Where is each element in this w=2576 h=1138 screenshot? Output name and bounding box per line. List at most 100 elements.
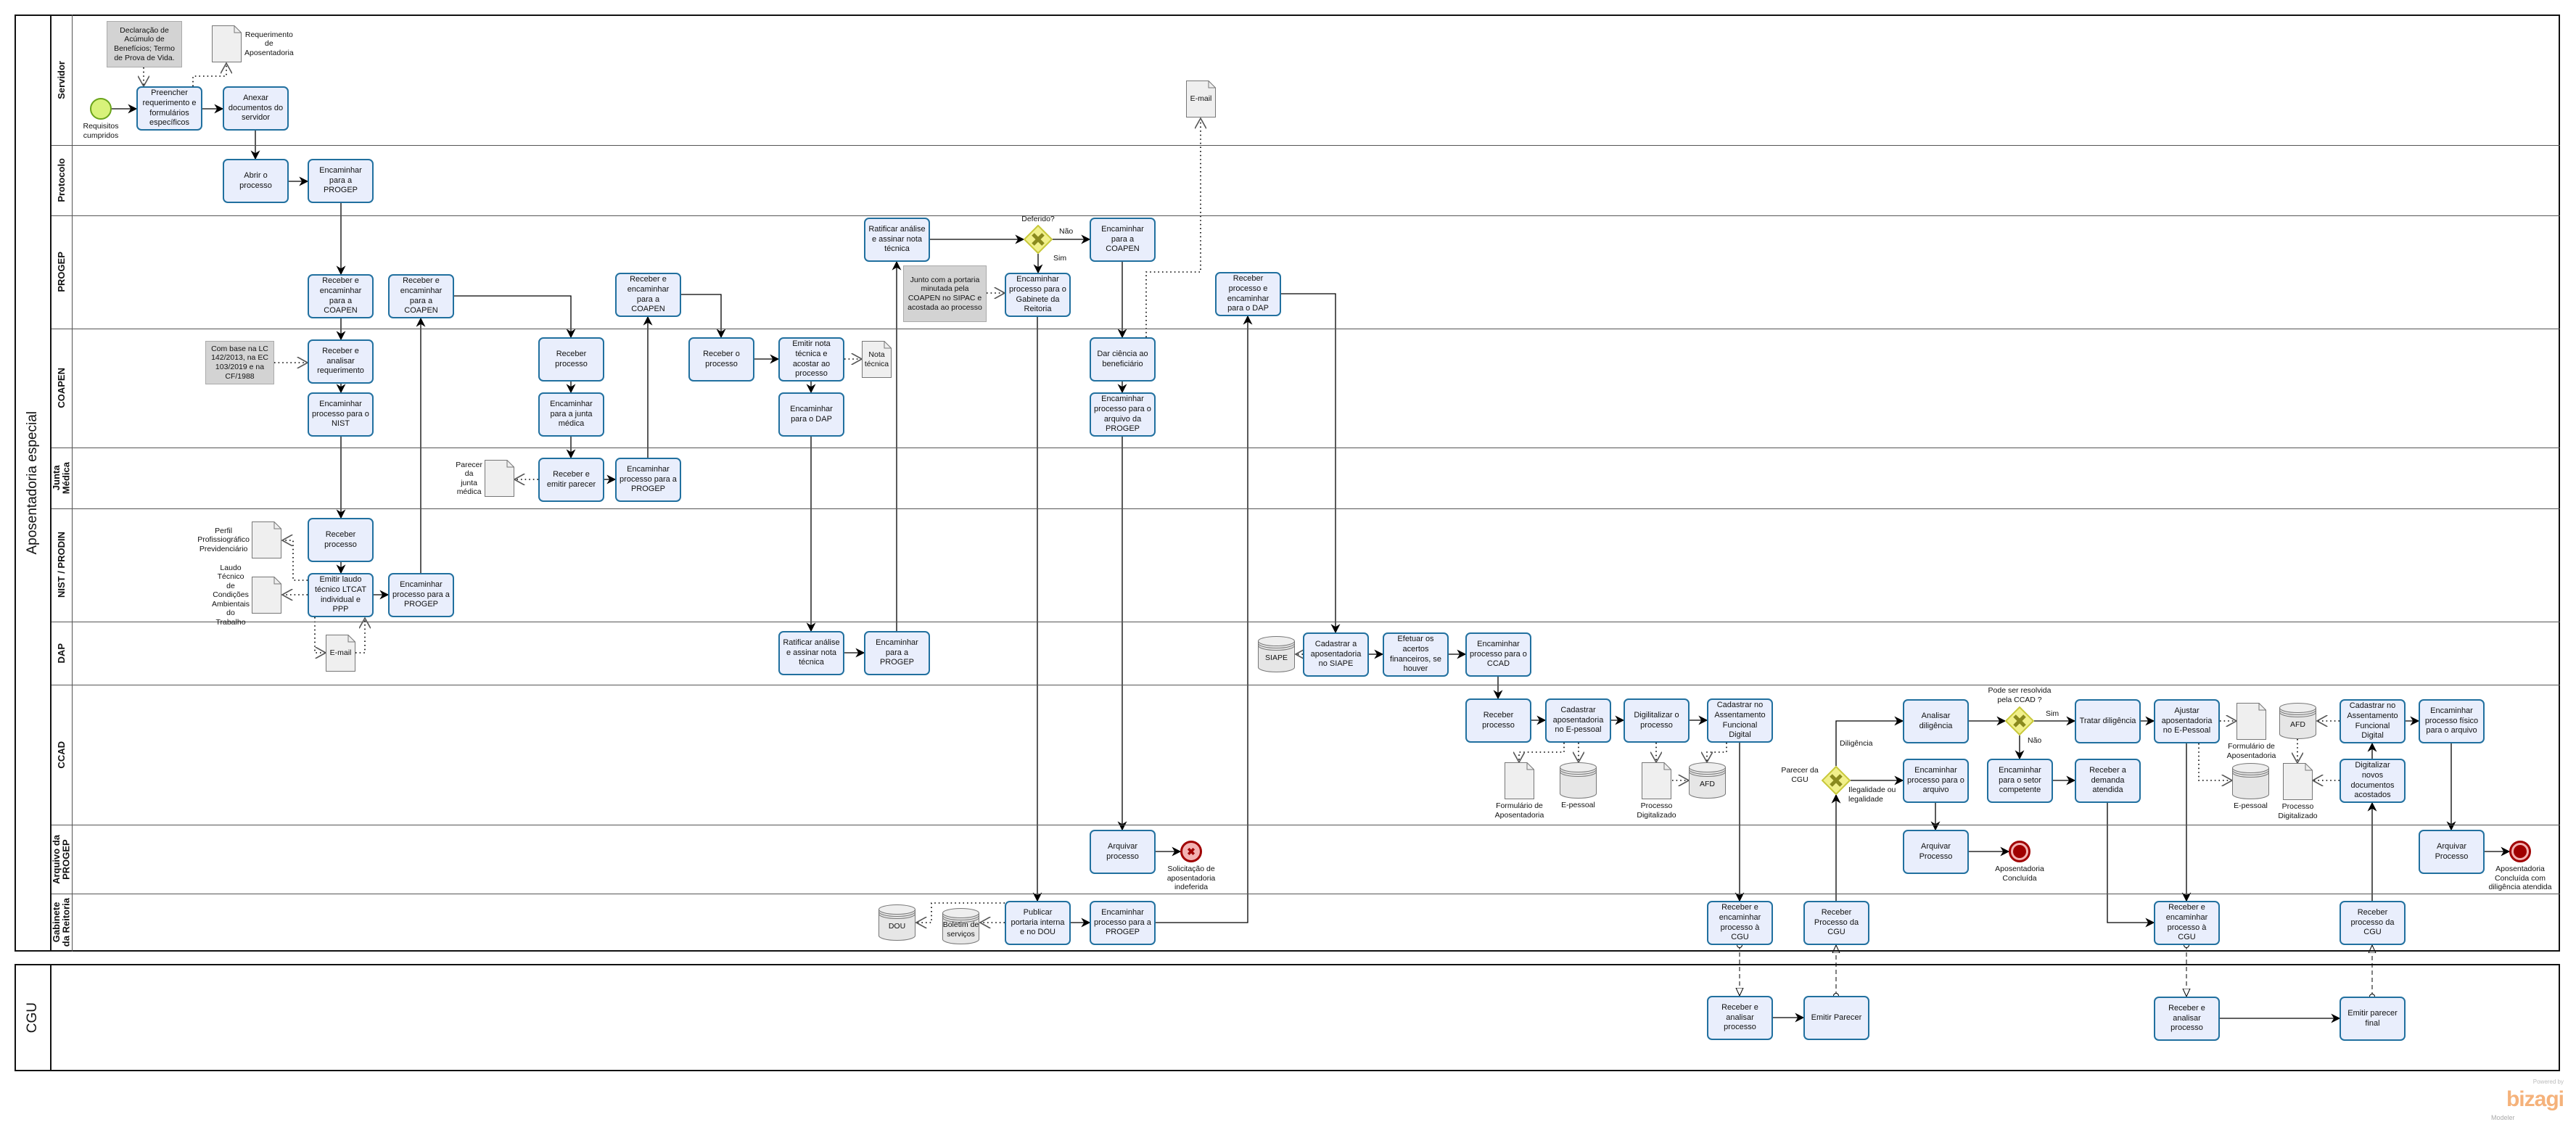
flow-label-sim1: Sim: [1053, 254, 1067, 263]
task-cgu-rec-analisar1[interactable]: Receber e analisar processo: [1707, 996, 1773, 1040]
lane-label: PROGEP: [56, 252, 67, 292]
task-label: Receber o processo: [703, 349, 740, 368]
task-cad-epessoal[interactable]: Cadastrar aposentadoria no E-pessoal: [1545, 698, 1611, 743]
task-label: Receber processo: [1482, 710, 1515, 730]
task-label: Encaminhar processo para o arquivo da PR…: [1094, 395, 1151, 434]
task-rec-enc-cgu1[interactable]: Receber e encaminhar processo à CGU: [1707, 901, 1773, 945]
task-recenc3[interactable]: Receber e encaminhar para a COAPEN: [615, 273, 681, 317]
task-arquivar1[interactable]: Arquivar processo: [1090, 830, 1156, 874]
task-rec-analisar[interactable]: Receber e analisar requerimento: [308, 339, 374, 384]
gateway-label: Deferido?: [1021, 215, 1055, 223]
task-enc-dap[interactable]: Encaminhar para o DAP: [778, 392, 844, 437]
task-rec-enc-cgu2[interactable]: Receber e encaminhar processo à CGU: [2154, 901, 2220, 945]
task-efetuar[interactable]: Efetuar os acertos financeiros, se houve…: [1383, 632, 1449, 677]
exclusive-gateway[interactable]: [1821, 765, 1851, 796]
task-label: Receber e analisar processo: [2168, 1003, 2205, 1033]
task-preencher[interactable]: Preencher requerimento e formulários esp…: [136, 86, 202, 131]
task-digitalizar[interactable]: Digilitalizar o processo: [1624, 698, 1690, 743]
task-ratificar-progep[interactable]: Ratificar análise e assinar nota técnica: [864, 218, 930, 262]
task-cad-siape[interactable]: Cadastrar a aposentadoria no SIAPE: [1303, 632, 1369, 677]
task-label: Emitir Parecer: [1811, 1013, 1862, 1022]
task-label: Receber e encaminhar processo à CGU: [2165, 903, 2208, 942]
task-enc-progep1[interactable]: Encaminhar para a PROGEP: [308, 159, 374, 203]
lane-servidor: [52, 15, 2560, 145]
task-enc-proc-arquivo[interactable]: Encaminhar processo para o arquivo: [1903, 759, 1969, 803]
task-arquivar2[interactable]: Arquivar Processo: [1903, 830, 1969, 874]
lane-protocolo: [52, 145, 2560, 215]
task-cad-assent1[interactable]: Cadastrar no Assentamento Funcional Digi…: [1707, 698, 1773, 743]
task-label: Receber e encaminhar para a COAPEN: [319, 276, 362, 316]
pool-title-cgu: CGU: [15, 964, 52, 1071]
lane-label: Arquivo da PROGEP: [51, 834, 72, 884]
task-abrir[interactable]: Abrir o processo: [223, 159, 289, 203]
task-enc-progep-gab[interactable]: Encaminhar processo para a PROGEP: [1090, 901, 1156, 945]
task-cgu-emitir1[interactable]: Emitir Parecer: [1803, 996, 1869, 1040]
lane-header-coapen: COAPEN: [52, 329, 73, 448]
task-label: Ratificar análise e assinar nota técnica: [868, 224, 926, 254]
task-recenc1[interactable]: Receber e encaminhar para a COAPEN: [308, 274, 374, 318]
task-label: Ajustar aposentadoria no E-Pessoal: [2161, 706, 2213, 735]
lane-header-progep: PROGEP: [52, 215, 73, 329]
task-rec-dap[interactable]: Receber processo e encaminhar para o DAP: [1215, 272, 1281, 316]
task-recenc2[interactable]: Receber e encaminhar para a COAPEN: [388, 274, 454, 318]
task-analisar-dilig[interactable]: Analisar diligência: [1903, 699, 1969, 743]
task-anexar[interactable]: Anexar documentos do servidor: [223, 86, 289, 131]
task-rec-proc-cgu1[interactable]: Receber Processo da CGU: [1803, 901, 1869, 945]
task-label: Encaminhar para a PROGEP: [319, 165, 362, 195]
task-dar-ciencia[interactable]: Dar ciência ao beneficiário: [1090, 337, 1156, 382]
task-tratar[interactable]: Tratar diligência: [2075, 699, 2141, 743]
document-icon: E-mail: [326, 635, 355, 672]
task-cad-assent2[interactable]: Cadastrar no Assentamento Funcional Digi…: [2340, 699, 2406, 743]
task-ajustar[interactable]: Ajustar aposentadoria no E-Pessoal: [2154, 699, 2220, 743]
task-enc-setor[interactable]: Encaminhar para o setor competente: [1987, 759, 2053, 803]
task-cgu-emitir2[interactable]: Emitir parecer final: [2340, 997, 2406, 1041]
task-enc-gabinete[interactable]: Encaminhar processo para o Gabinete da R…: [1005, 273, 1071, 317]
task-enc-fisico[interactable]: Encaminhar processo físico para o arquiv…: [2419, 699, 2485, 743]
exclusive-gateway[interactable]: [2004, 706, 2035, 736]
gateway-label: Pode ser resolvida pela CCAD ?: [1988, 686, 2052, 704]
annotation-com-base: Com base na LC 142/2013, na EC 103/2019 …: [205, 341, 274, 384]
task-label: Receber e analisar requerimento: [317, 346, 364, 376]
task-rec-proc-cgu2[interactable]: Receber processo da CGU: [2340, 901, 2406, 945]
lane-junta: [52, 448, 2560, 508]
lane-header-servidor: Servidor: [52, 15, 73, 145]
task-rec-emitir-parecer[interactable]: Receber e emitir parecer: [538, 458, 604, 502]
task-emitir-nota[interactable]: Emitir nota técnica e acostar ao process…: [778, 337, 844, 382]
task-label: Receber processo: [555, 349, 588, 368]
task-rec-demanda[interactable]: Receber a demanda atendida: [2075, 759, 2141, 803]
task-receber-o[interactable]: Receber o processo: [688, 337, 754, 382]
task-ratificar-dap[interactable]: Ratificar análise e assinar nota técnica: [778, 631, 844, 675]
task-label: Cadastrar a aposentadoria no SIAPE: [1310, 639, 1362, 669]
datastore-icon: E-pessoal: [2232, 763, 2269, 810]
end-dot-icon: [2013, 845, 2026, 858]
document-label: Processo Digitalizado: [1637, 801, 1676, 820]
task-emitir-laudo[interactable]: Emitir laudo técnico LTCAT individual e …: [308, 573, 374, 617]
document-label: Formulário de Aposentadoria: [2226, 742, 2276, 760]
task-publicar[interactable]: Publicar portaria interna e no DOU: [1005, 901, 1071, 945]
document-label: Laudo Técnico de Condições Ambientais do…: [212, 563, 250, 627]
task-label: Anexar documentos do servidor: [228, 93, 284, 123]
task-label: Publicar portaria interna e no DOU: [1011, 907, 1065, 937]
task-enc-arquivo[interactable]: Encaminhar processo para o arquivo da PR…: [1090, 392, 1156, 437]
task-enc-progep-dap[interactable]: Encaminhar para a PROGEP: [864, 631, 930, 675]
flow-label-ileg: Ilegalidade ou legalidade: [1848, 786, 1896, 804]
task-digit-novos[interactable]: Digitalizar novos documentos acostados: [2340, 759, 2406, 803]
datastore-label: E-pessoal: [1561, 801, 1595, 809]
document-icon: Laudo Técnico de Condições Ambientais do…: [212, 563, 281, 627]
datastore-icon: AFD: [2279, 703, 2316, 739]
task-rec-proc-coapen[interactable]: Receber processo: [538, 337, 604, 382]
task-enc-nist[interactable]: Encaminhar processo para o NIST: [308, 392, 374, 437]
task-rec-ccad[interactable]: Receber processo: [1465, 698, 1531, 743]
task-arquivar3[interactable]: Arquivar Processo: [2419, 830, 2485, 874]
task-cgu-rec-analisar2[interactable]: Receber e analisar processo: [2154, 997, 2220, 1041]
gateway-label: Parecer da CGU: [1781, 766, 1819, 784]
task-enc-ccad[interactable]: Encaminhar processo para o CCAD: [1465, 632, 1531, 677]
document-icon: Formulário de Aposentadoria: [2227, 703, 2276, 760]
task-enc-progep-nist[interactable]: Encaminhar processo para a PROGEP: [388, 573, 454, 617]
task-enc-progep-junta[interactable]: Encaminhar processo para a PROGEP: [615, 458, 681, 502]
datastore-label: SIAPE: [1265, 653, 1288, 662]
task-rec-proc-nist[interactable]: Receber processo: [308, 518, 374, 562]
exclusive-gateway[interactable]: [1023, 224, 1053, 255]
task-enc-junta[interactable]: Encaminhar para a junta médica: [538, 392, 604, 437]
task-enc-coapen[interactable]: Encaminhar para a COAPEN: [1090, 218, 1156, 262]
